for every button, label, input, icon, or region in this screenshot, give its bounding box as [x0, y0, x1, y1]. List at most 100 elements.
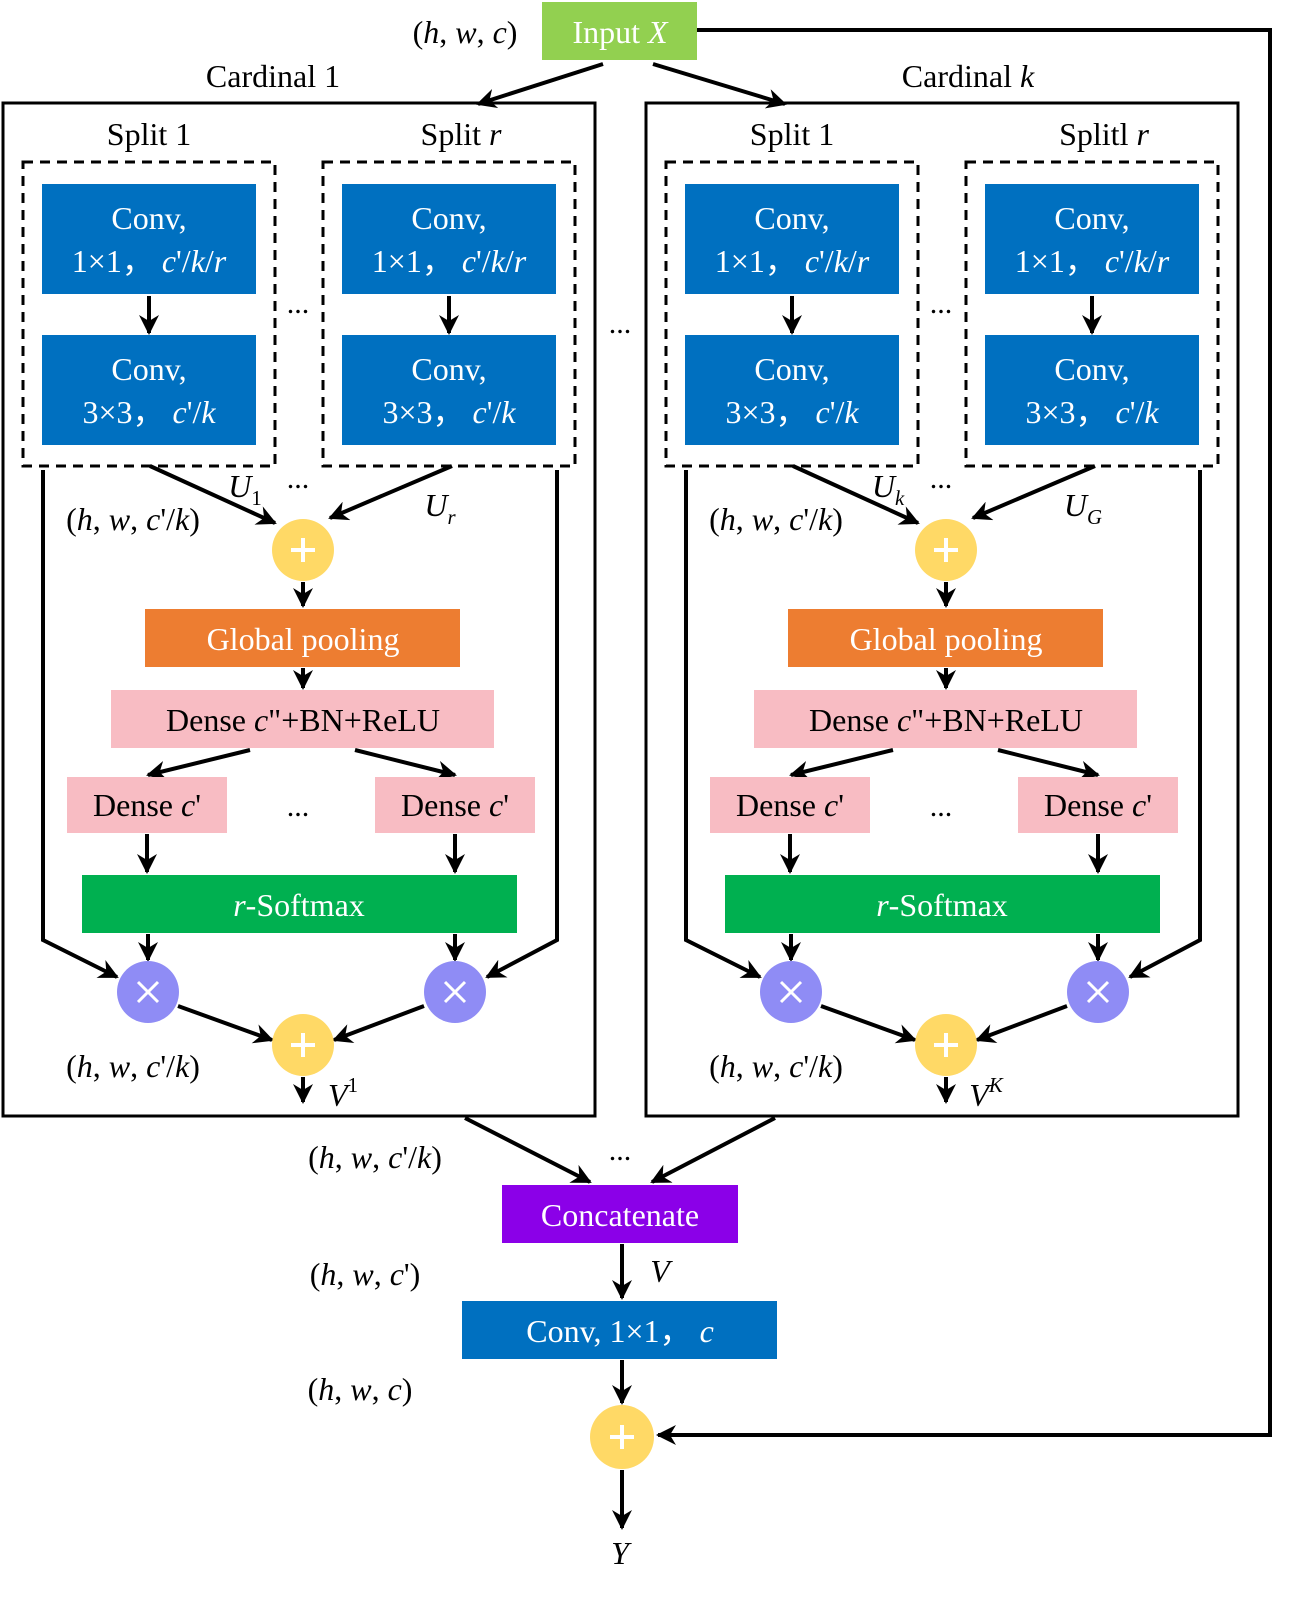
arrow-input-to-cardinal-k [652, 62, 787, 109]
cardinal-2-split-1-title: Split 1 [750, 116, 834, 152]
cardinal-2-right-branch-arrow [1128, 470, 1202, 979]
cardinal-1-split-2-conv3x3-line1: Conv, [411, 351, 486, 387]
cardinal-2-dense-mid-label: Dense c"+BN+ReLU [809, 702, 1083, 738]
cardinal-2-split-2-conv1x1-line1: Conv, [1054, 200, 1129, 236]
times-icon-b [1086, 980, 1110, 1004]
cardinal-2-left-branch-arrow [684, 470, 762, 979]
cardinal-2-split-1-conv1x1 [685, 184, 899, 294]
cardinal-1-split-1-conv1x1 [42, 184, 256, 294]
cardinal-1-split-1-conv3x3-line2: 3×3， c'/k [82, 394, 216, 430]
cardinal-2-mul-1-icon [760, 961, 822, 1023]
input-block [542, 2, 697, 60]
cardinal-1-split-1-conv3x3 [42, 335, 256, 445]
cardinal-1-shape-out: (h, w, c'/k) [66, 1048, 200, 1084]
cardinal-2-dense-to-left-arrow [789, 748, 894, 781]
cardinal-1-sum-icon [272, 519, 334, 581]
cardinal-2-frame [644, 101, 1240, 1118]
cardinal-1-dense-out-2 [375, 777, 535, 833]
cardinal-2-u-first-label: Uk [872, 468, 905, 510]
cardinal-2-mul1-to-sum-arrow [820, 1004, 917, 1044]
cardinal-1-split-1-conv1x1-line1: Conv, [111, 200, 186, 236]
conv-final-block [462, 1301, 777, 1359]
output-label: Y [611, 1535, 632, 1571]
cardinal-1-global-pooling [145, 609, 460, 667]
cardinal-2-dense-out-1-label: Dense c' [736, 787, 844, 823]
cardinal-1-v-label: V1 [328, 1074, 358, 1113]
cardinal-2-v-label: VK [969, 1074, 1004, 1113]
cardinal-1-dense-out-2-label: Dense c' [401, 787, 509, 823]
cardinal-2-dense-ellipsis: ... [930, 790, 953, 823]
cardinal-1-left-branch-arrow [41, 470, 119, 979]
cardinal-1-dense-mid [111, 690, 494, 748]
cardinal-2-split-1-conv1x1-line2: 1×1， c'/k/r [715, 243, 870, 279]
cardinal-1-softmax-label: r-Softmax [233, 887, 365, 923]
cardinal-2-split-2-conv1x1 [985, 184, 1199, 294]
cardinal-1-split-2-conv1x1-line1: Conv, [411, 200, 486, 236]
cardinal-1-split-1-title: Split 1 [107, 116, 191, 152]
cardinal-2-final-sum-icon [915, 1014, 977, 1076]
cardinal-2-mul2-to-sum-arrow [975, 1004, 1068, 1043]
cardinal-2-mul-2-icon [1067, 961, 1129, 1023]
cardinal-1-title: Cardinal 1 [206, 58, 340, 94]
cardinal-2-u-last-label: UG [1064, 487, 1102, 529]
concatenate-label: Concatenate [541, 1197, 699, 1233]
shape-label-concat-in: (h, w, c'/k) [308, 1139, 442, 1175]
arrow-input-to-cardinal-1 [476, 62, 604, 109]
cardinal-1-split-1-conv1x1-line2: 1×1， c'/k/r [72, 243, 227, 279]
cardinal-2-shape-branch: (h, w, c'/k) [709, 501, 843, 537]
cardinal-1-dense-to-left-arrow [146, 748, 251, 781]
cardinal-2-sum-icon [915, 519, 977, 581]
cardinal-1-dense-out-1-label: Dense c' [93, 787, 201, 823]
cardinal-2-dense-out-1 [710, 777, 870, 833]
cardinal-1-mul-1-icon [117, 961, 179, 1023]
cardinal-2-softmax-label: r-Softmax [876, 887, 1008, 923]
cardinal-2-u1-arrow [792, 464, 920, 525]
cardinal-2-split-1-conv3x3-line2: 3×3， c'/k [725, 394, 859, 430]
shape-label-conv-out: (h, w, c) [308, 1371, 413, 1407]
cardinal-2-split-2-conv1x1-line2: 1×1， c'/k/r [1015, 243, 1170, 279]
cardinal-2-dense-mid [754, 690, 1137, 748]
cardinal-1-split-2-conv3x3-line2: 3×3， c'/k [382, 394, 516, 430]
cardinal-1-dense-mid-label: Dense c"+BN+ReLU [166, 702, 440, 738]
cardinal-1-right-branch-arrow [485, 470, 559, 979]
cardinal-1-u-last-label: Ur [424, 487, 456, 529]
cardinal-1-split-2-conv1x1 [342, 184, 556, 294]
cardinal-2-split-1-conv3x3-line1: Conv, [754, 351, 829, 387]
cardinal-1-dense-to-right-arrow [354, 748, 457, 781]
cardinal-2-split-ellipsis: ... [930, 287, 953, 320]
times-icon-b [136, 980, 160, 1004]
cardinal-1-frame [1, 101, 597, 1118]
cardinal-1-u-ellipsis: ... [287, 462, 310, 495]
times-icon-b [779, 980, 803, 1004]
cardinal-1-split-ellipsis: ... [287, 287, 310, 320]
diagram-layer: Input X (h, w, c) Cardinal 1 Split 1 Conv, 1×… [1, 2, 1272, 1571]
skip-connection-arrow [656, 28, 1272, 1445]
cardinal-1-split-2-title: Split r [421, 116, 502, 152]
cardinal-2-split-2-conv3x3-line1: Conv, [1054, 351, 1129, 387]
cardinal-2-split-1-conv3x3 [685, 335, 899, 445]
cardinal-1-softmax [82, 875, 517, 933]
cardinal-2-dense-to-right-arrow [997, 748, 1100, 781]
cardinal-1-split-2-conv3x3 [342, 335, 556, 445]
cardinal-1-split-2-conv1x1-line2: 1×1， c'/k/r [372, 243, 527, 279]
times-icon-b [443, 980, 467, 1004]
conv-final-label: Conv, 1×1， c [526, 1313, 714, 1349]
concat-ellipsis: ... [609, 1134, 632, 1167]
arrow-cardinal-k-to-concat [650, 1116, 776, 1184]
cardinal-1-u-first-label: U1 [228, 468, 262, 510]
cardinal-2-dense-out-2 [1018, 777, 1178, 833]
cardinal-2-dense-out-2-label: Dense c' [1044, 787, 1152, 823]
cardinal-1-u1-arrow [149, 464, 277, 525]
cardinal-1-split-1-conv3x3-line1: Conv, [111, 351, 186, 387]
shape-label-top: (h, w, c) [413, 14, 518, 50]
input-label: Input X [572, 14, 669, 50]
cardinal-1-mul2-to-sum-arrow [332, 1004, 425, 1043]
shape-label-concat-out: (h, w, c') [310, 1256, 421, 1292]
cardinal-1-ur-arrow [328, 464, 453, 521]
cardinal-1-shape-branch: (h, w, c'/k) [66, 501, 200, 537]
cardinal-ellipsis: ... [609, 307, 632, 340]
cardinal-2-split-1-frame [664, 160, 920, 468]
cardinal-2-split-1-conv1x1-line1: Conv, [754, 200, 829, 236]
cardinal-2-ur-arrow [971, 464, 1096, 521]
